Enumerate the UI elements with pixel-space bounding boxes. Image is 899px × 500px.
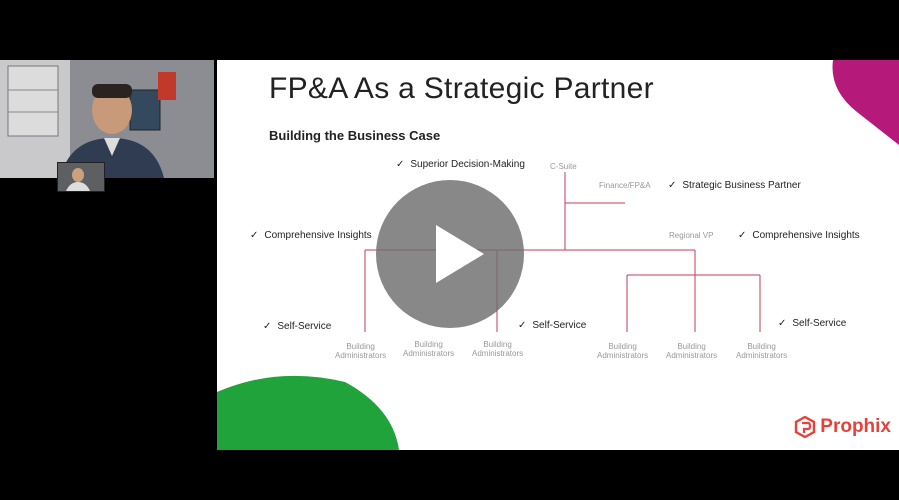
participant-webcam[interactable] <box>57 162 105 192</box>
check-self-service-2: ✓Self-Service <box>518 320 587 331</box>
magenta-corner-shape <box>832 60 899 145</box>
check-icon: ✓ <box>263 321 272 332</box>
prophix-mark-icon <box>795 416 816 438</box>
check-superior-decision-making: ✓Superior Decision-Making <box>396 159 525 170</box>
check-strategic-business-partner: ✓Strategic Business Partner <box>668 180 801 191</box>
presentation-slide: FP&A As a Strategic Partner Building the… <box>217 60 899 450</box>
check-comprehensive-insights-right: ✓Comprehensive Insights <box>738 230 860 241</box>
slide-decoration <box>217 60 899 450</box>
check-icon: ✓ <box>396 159 405 170</box>
presenter-webcam[interactable] <box>0 60 214 178</box>
role-finance-fpa: Finance/FP&A <box>599 181 651 190</box>
slide-title: FP&A As a Strategic Partner <box>269 72 654 105</box>
role-csuite: C-Suite <box>550 162 577 171</box>
check-icon: ✓ <box>518 320 527 331</box>
participant-video-frame <box>58 163 104 191</box>
presenter-video-frame <box>0 60 214 178</box>
brand-name: Prophix <box>820 416 891 437</box>
prophix-logo: Prophix <box>794 416 891 438</box>
check-self-service-1: ✓Self-Service <box>263 321 332 332</box>
play-icon[interactable] <box>436 225 484 283</box>
green-corner-shape <box>217 375 399 450</box>
role-regional-vp: Regional VP <box>669 231 714 240</box>
check-self-service-3: ✓Self-Service <box>778 318 847 329</box>
check-icon: ✓ <box>778 318 787 329</box>
check-icon: ✓ <box>738 230 747 241</box>
check-icon: ✓ <box>250 230 259 241</box>
check-comprehensive-insights-left: ✓Comprehensive Insights <box>250 230 372 241</box>
slide-subtitle: Building the Business Case <box>269 128 441 143</box>
check-icon: ✓ <box>668 180 677 191</box>
